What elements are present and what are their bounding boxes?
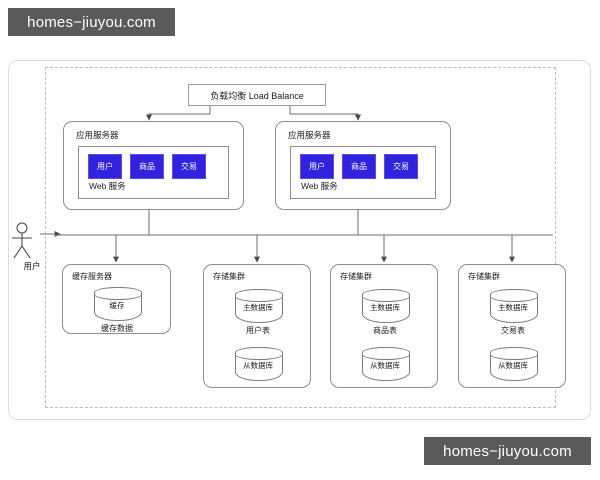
database-name: 主数据库 — [498, 303, 528, 312]
service-block-row: 用户 商品 交易 — [300, 154, 418, 179]
load-balancer-node[interactable]: 负载均衡 Load Balance — [188, 84, 326, 106]
cylinder-icon — [362, 289, 410, 323]
web-service-label: Web 服务 — [301, 181, 338, 191]
service-block-user[interactable]: 用户 — [88, 154, 122, 179]
storage-cluster-goods[interactable]: 存储集群 主数据库 商品表 从数据库 — [330, 264, 438, 388]
load-balancer-label: 负载均衡 Load Balance — [210, 90, 304, 101]
database-name: 从数据库 — [370, 361, 400, 370]
cylinder-icon — [94, 287, 142, 321]
database-master[interactable]: 主数据库 商品表 — [362, 289, 410, 335]
cylinder-icon — [490, 289, 538, 323]
watermark-bottom: homes−jiuyou.com — [424, 437, 591, 465]
database-slave[interactable]: 从数据库 — [490, 347, 538, 381]
app-server-node-2[interactable]: 应用服务器 用户 商品 交易 Web 服务 — [275, 121, 451, 210]
cache-server-cluster[interactable]: 缓存服务器 缓存 缓存数据 — [62, 264, 171, 334]
cylinder-icon — [235, 347, 283, 381]
service-block-trade[interactable]: 交易 — [172, 154, 206, 179]
cluster-title: 存储集群 — [213, 272, 245, 281]
cylinder-icon — [362, 347, 410, 381]
app-server-title: 应用服务器 — [76, 130, 119, 140]
cluster-caption: 用户表 — [246, 326, 270, 335]
cluster-title: 存储集群 — [468, 272, 500, 281]
service-block-goods[interactable]: 商品 — [130, 154, 164, 179]
database-name: 缓存 — [109, 301, 125, 310]
app-server-node-1[interactable]: 应用服务器 用户 商品 交易 Web 服务 — [63, 121, 244, 210]
system-boundary — [45, 67, 556, 408]
web-service-box: 用户 商品 交易 Web 服务 — [78, 146, 229, 199]
database-name: 主数据库 — [370, 303, 400, 312]
database-master[interactable]: 主数据库 用户表 — [235, 289, 283, 335]
database-name: 从数据库 — [498, 361, 528, 370]
database-master[interactable]: 主数据库 交易表 — [490, 289, 538, 335]
storage-cluster-trade[interactable]: 存储集群 主数据库 交易表 从数据库 — [458, 264, 566, 388]
database-cache[interactable]: 缓存 缓存数据 — [94, 287, 142, 333]
service-block-row: 用户 商品 交易 — [88, 154, 206, 179]
database-slave[interactable]: 从数据库 — [235, 347, 283, 381]
cluster-title: 存储集群 — [340, 272, 372, 281]
cluster-title: 缓存服务器 — [72, 272, 112, 281]
storage-cluster-user[interactable]: 存储集群 主数据库 用户表 从数据库 — [203, 264, 311, 388]
web-service-label: Web 服务 — [89, 181, 126, 191]
service-block-trade[interactable]: 交易 — [384, 154, 418, 179]
cylinder-icon — [235, 289, 283, 323]
actor-user-label: 用户 — [23, 261, 41, 271]
web-service-box: 用户 商品 交易 Web 服务 — [290, 146, 436, 199]
service-block-goods[interactable]: 商品 — [342, 154, 376, 179]
cylinder-icon — [490, 347, 538, 381]
cluster-caption: 缓存数据 — [101, 324, 133, 333]
database-name: 主数据库 — [243, 303, 273, 312]
watermark-top: homes−jiuyou.com — [8, 8, 175, 36]
app-server-title: 应用服务器 — [288, 130, 331, 140]
cluster-caption: 交易表 — [501, 326, 525, 335]
service-block-user[interactable]: 用户 — [300, 154, 334, 179]
database-slave[interactable]: 从数据库 — [362, 347, 410, 381]
database-name: 从数据库 — [243, 361, 273, 370]
cluster-caption: 商品表 — [373, 326, 397, 335]
